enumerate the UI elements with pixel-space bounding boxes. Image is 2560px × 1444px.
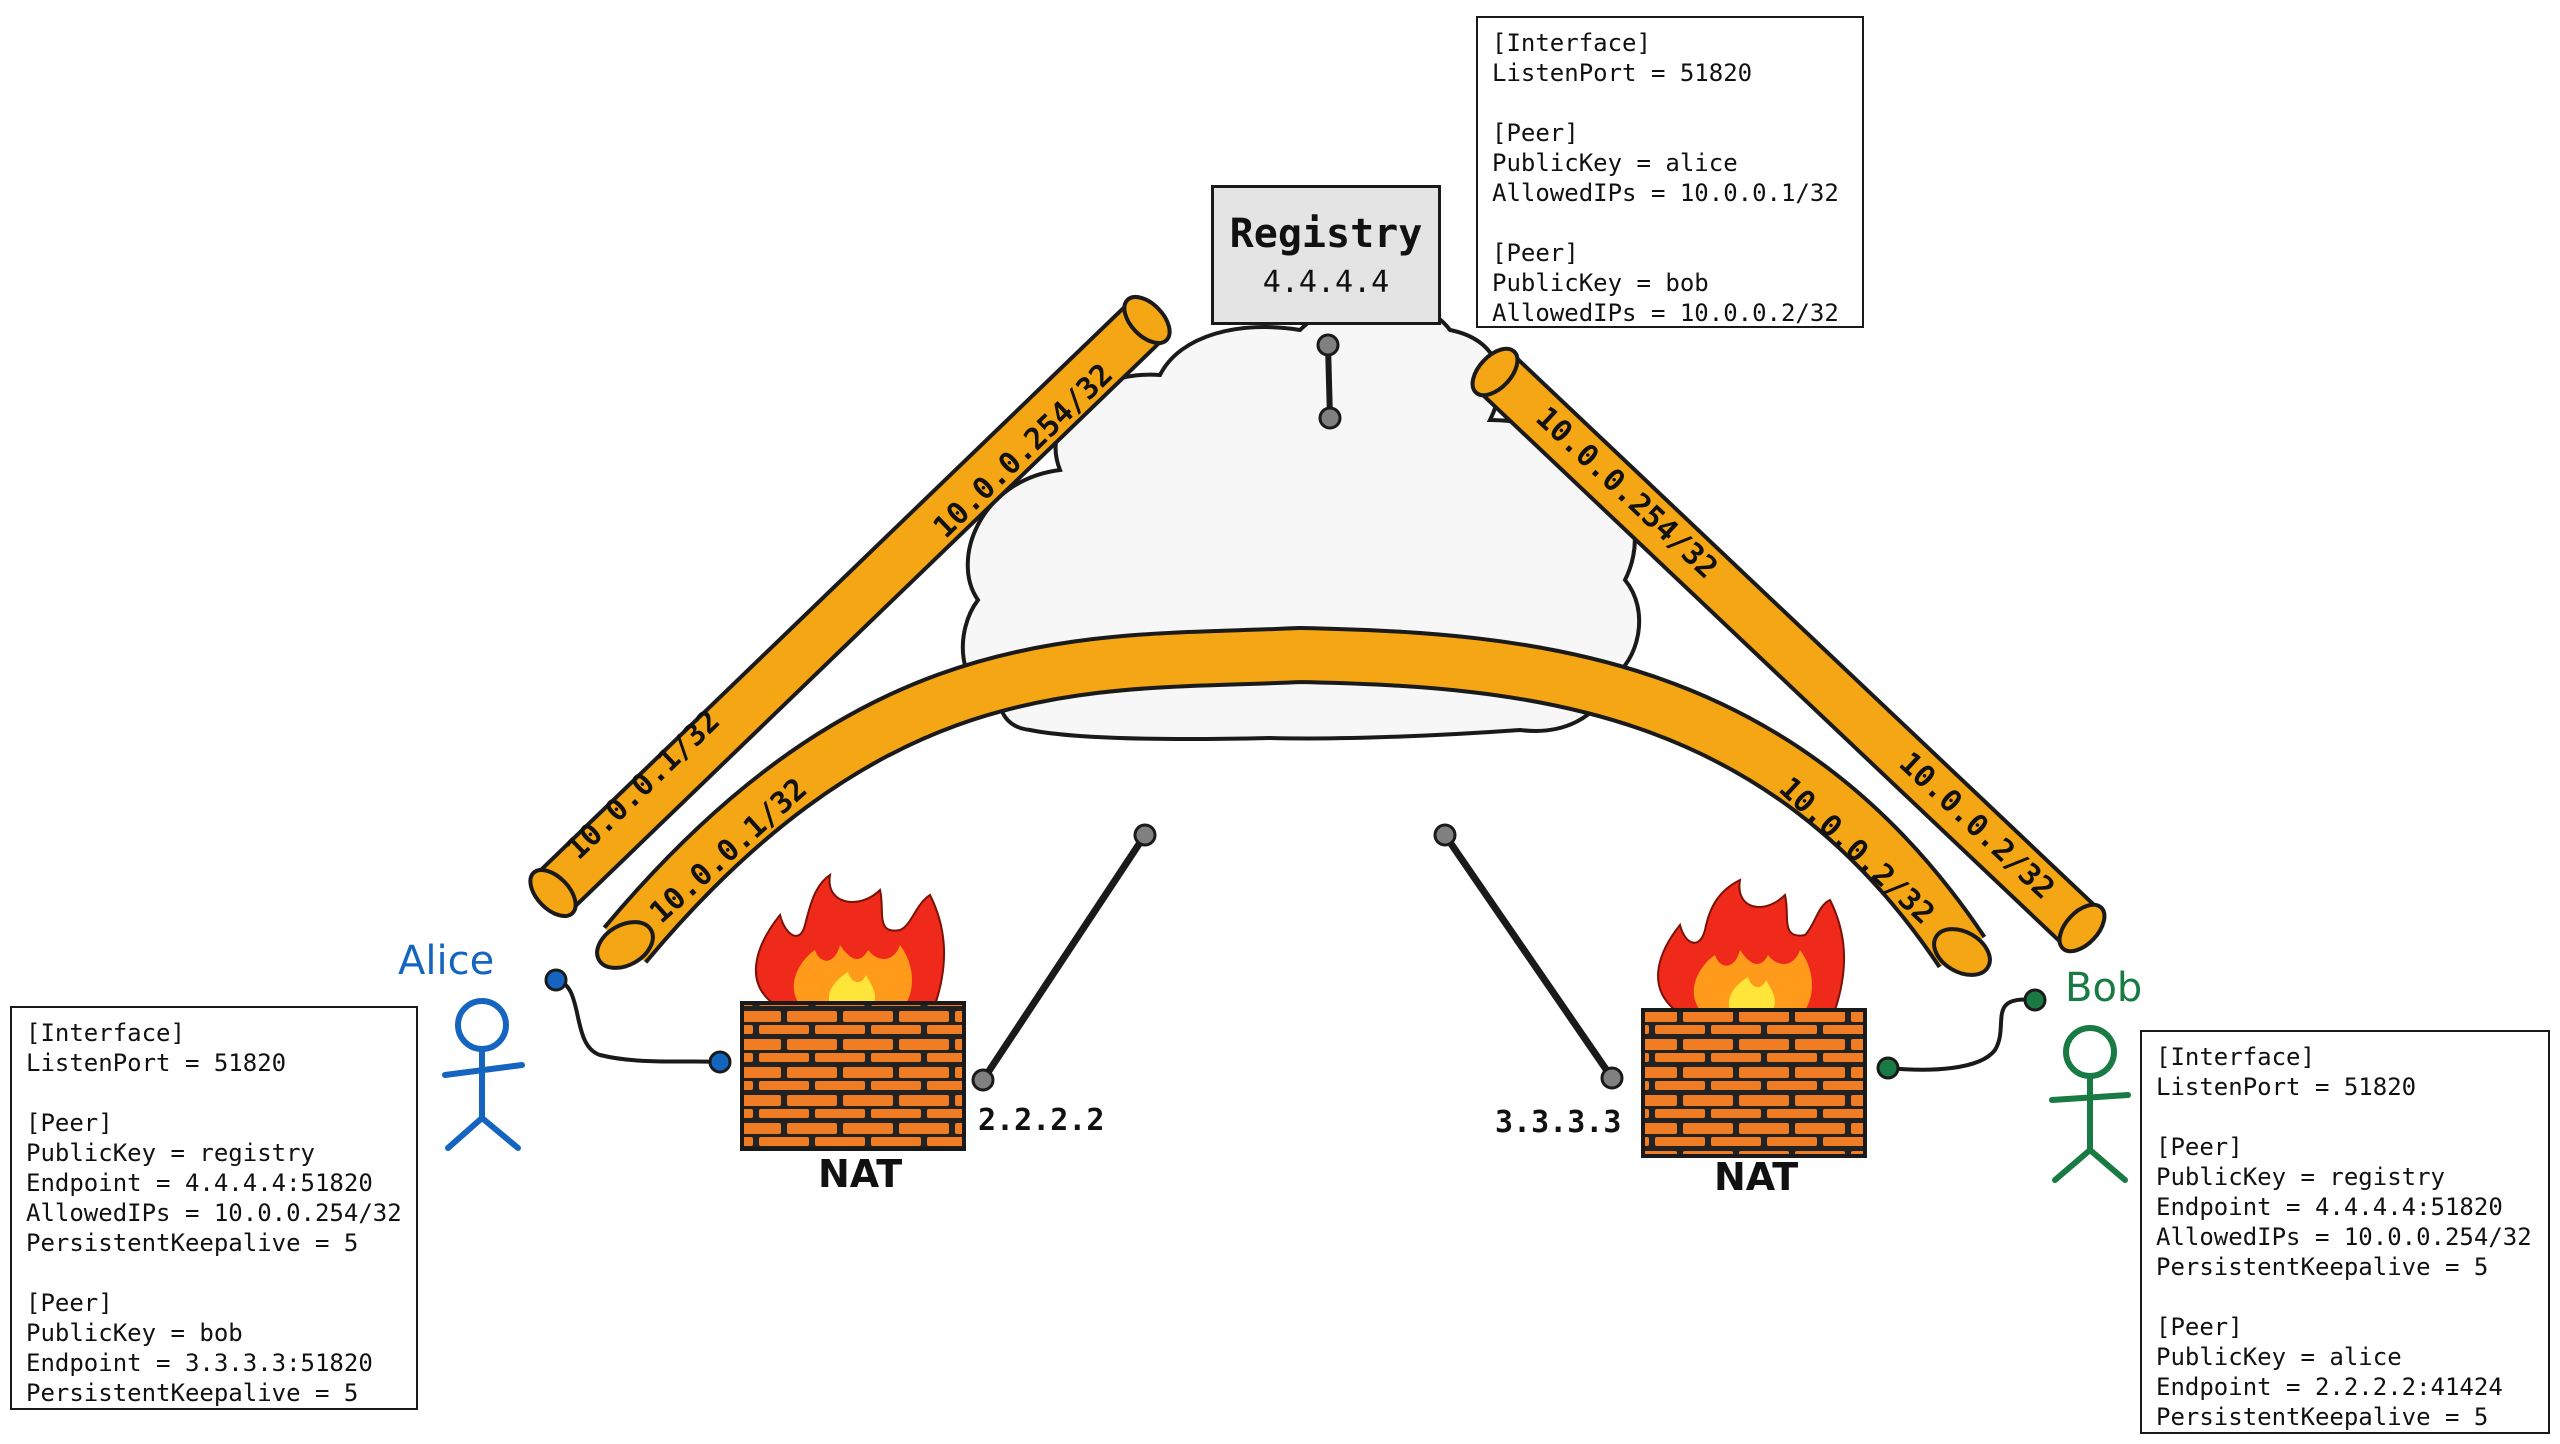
config-line: Endpoint = 4.4.4.4:51820 [2156, 1193, 2503, 1221]
nat-right-firewall [1641, 878, 1867, 1158]
registry-connector [1316, 333, 1342, 430]
config-line: [Peer] [1492, 239, 1579, 267]
nat-left-firewall [740, 872, 966, 1151]
bob-person-icon [2049, 1025, 2131, 1183]
registry-server: Registry 4.4.4.4 [1211, 185, 1441, 325]
config-line: [Interface] [26, 1019, 185, 1047]
config-line: [Peer] [2156, 1133, 2243, 1161]
registry-ip: 4.4.4.4 [1262, 264, 1390, 300]
bob-label: Bob [2065, 965, 2143, 1011]
registry-config-box: [Interface] ListenPort = 51820 [Peer] Pu… [1476, 16, 1864, 328]
config-line: AllowedIPs = 10.0.0.254/32 [2156, 1223, 2532, 1251]
bob-link [1876, 988, 2047, 1080]
brick-wall-icon [1641, 1008, 1867, 1158]
config-line: PersistentKeepalive = 5 [26, 1379, 359, 1407]
link-cloud-nat-left [971, 823, 1157, 1092]
bob-config-box: [Interface] ListenPort = 51820 [Peer] Pu… [2140, 1030, 2550, 1434]
alice-person-icon [442, 998, 525, 1151]
fire-icon [1657, 878, 1845, 1011]
config-line: [Interface] [1492, 29, 1651, 57]
config-line: PublicKey = registry [26, 1139, 315, 1167]
config-line: PublicKey = registry [2156, 1163, 2445, 1191]
nat-right-label: NAT [1714, 1155, 1799, 1199]
config-line: Endpoint = 4.4.4.4:51820 [26, 1169, 373, 1197]
config-line: AllowedIPs = 10.0.0.1/32 [1492, 179, 1839, 207]
config-line: Endpoint = 2.2.2.2:41424 [2156, 1373, 2503, 1401]
config-line: [Peer] [1492, 119, 1579, 147]
config-line: PersistentKeepalive = 5 [26, 1229, 359, 1257]
config-line: PublicKey = alice [2156, 1343, 2402, 1371]
config-line: AllowedIPs = 10.0.0.254/32 [26, 1199, 402, 1227]
link-cloud-nat-right [1433, 823, 1624, 1090]
alice-label: Alice [398, 938, 495, 984]
config-line: PublicKey = bob [1492, 269, 1709, 297]
fire-icon [754, 872, 945, 1006]
alice-link [544, 968, 732, 1074]
config-line: PersistentKeepalive = 5 [2156, 1403, 2489, 1431]
nat-right-ip: 3.3.3.3 [1495, 1105, 1622, 1140]
nat-left-label: NAT [818, 1152, 903, 1196]
config-line: Endpoint = 3.3.3.3:51820 [26, 1349, 373, 1377]
alice-config-box: [Interface] ListenPort = 51820 [Peer] Pu… [10, 1006, 418, 1410]
config-line: [Peer] [2156, 1313, 2243, 1341]
config-line: ListenPort = 51820 [1492, 59, 1753, 87]
config-line: PersistentKeepalive = 5 [2156, 1253, 2489, 1281]
config-line: AllowedIPs = 10.0.0.2/32 [1492, 299, 1839, 327]
registry-title: Registry [1229, 210, 1423, 257]
config-line: ListenPort = 51820 [2156, 1073, 2417, 1101]
config-line: [Peer] [26, 1109, 113, 1137]
config-line: ListenPort = 51820 [26, 1049, 287, 1077]
config-line: PublicKey = bob [26, 1319, 243, 1347]
config-line: PublicKey = alice [1492, 149, 1738, 177]
config-line: [Peer] [26, 1289, 113, 1317]
nat-left-ip: 2.2.2.2 [978, 1103, 1105, 1138]
config-line: [Interface] [2156, 1043, 2315, 1071]
brick-wall-icon [740, 1001, 966, 1151]
